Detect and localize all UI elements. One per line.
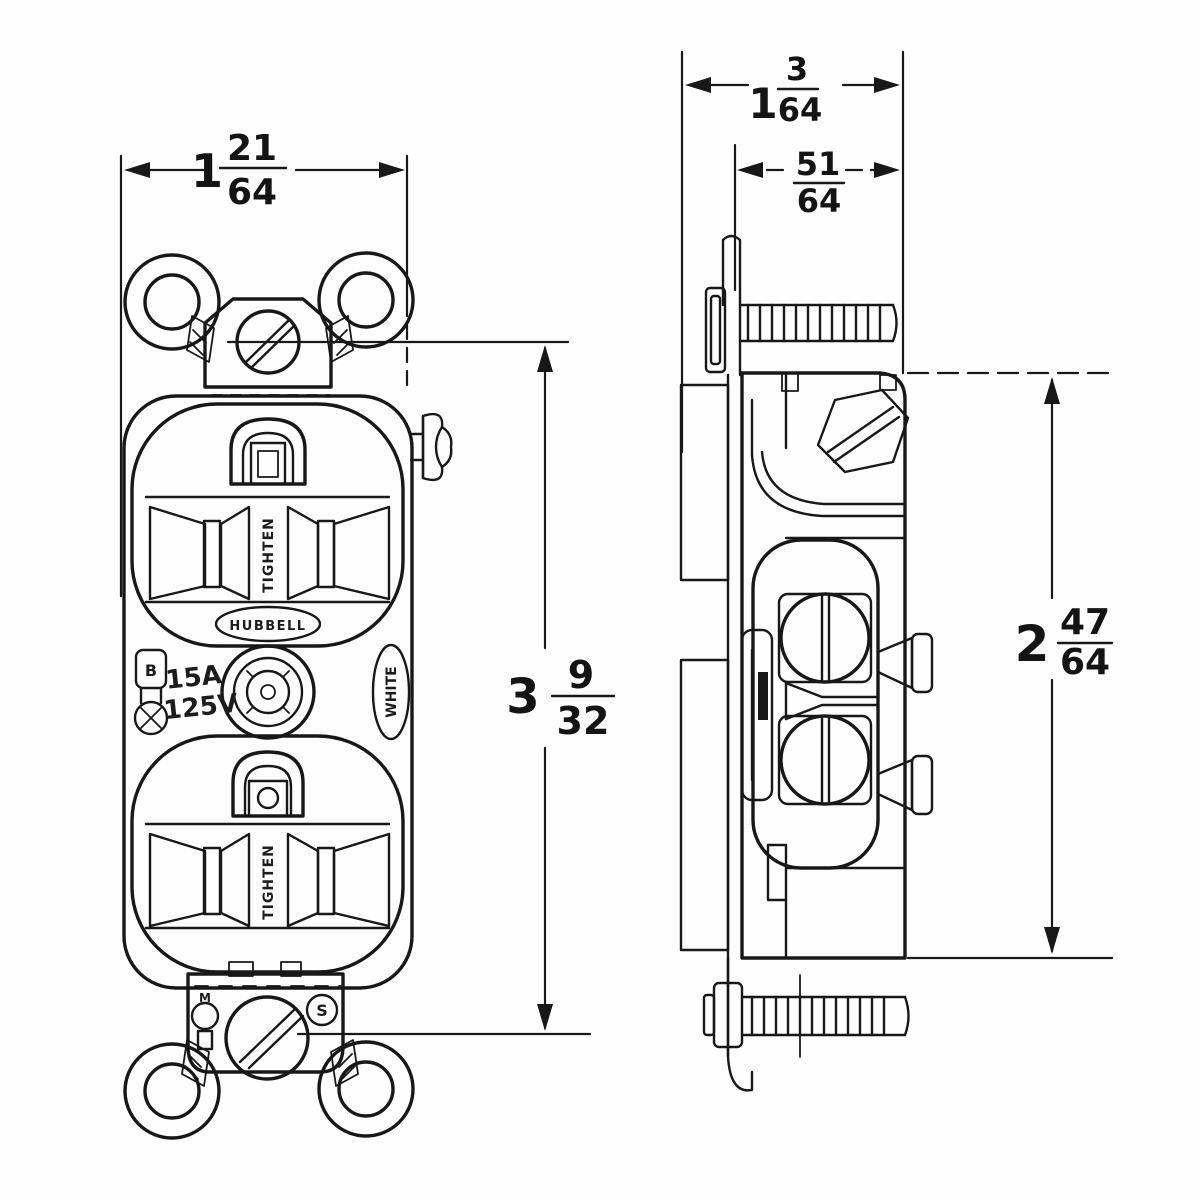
top-mounting-screw [235,309,301,375]
side-body [740,371,934,960]
center-screw-mid [232,656,304,728]
bracket-outline [203,297,333,389]
width-numerator: 21 [227,128,277,169]
ground-slot-inner [243,764,293,818]
body-depth-denominator: 64 [797,182,842,220]
bracket-outline [186,972,345,1074]
left-blade-slot [148,505,251,601]
arrow-down [537,1004,553,1031]
lower-outlet: TIGHTEN [130,734,405,974]
brand-label: HUBBELL [229,619,306,634]
tighten-label-upper: TIGHTEN [261,517,277,593]
side-view: 1 3 64 51 64 2 47 64 [679,50,1114,1092]
volts-label: 125V [162,689,239,727]
width-whole: 1 [191,144,223,198]
arrow-right [379,162,405,178]
black-terminal-tab: B [133,648,169,736]
ground-window [247,779,289,818]
side-height-denominator: 64 [1060,642,1110,683]
ground-contact [256,786,280,810]
body-depth-numerator: 51 [796,145,841,183]
strap-foot [726,1054,754,1092]
right-blade-slot [286,832,391,928]
top-mounting-bracket [203,297,333,396]
bottom-mounting-bracket: S M [186,961,345,1081]
ear-bottom-right-outer [317,1040,415,1138]
brand-oval [214,605,322,643]
tighten-label-lower: TIGHTEN [261,844,277,920]
ear-top-right-outer [317,251,415,349]
s-marker-label: S [316,1001,328,1020]
arrow-left [124,162,150,178]
bottom-mounting-screw [224,995,310,1081]
white-label: WHITE [384,666,400,717]
ear-bottom-left-outer [123,1042,221,1140]
depth-denominator: 64 [778,91,823,129]
ear-top-left-outer [123,253,221,351]
mounting-strap [679,234,754,1092]
mounting-ears [123,251,415,1140]
ground-slot-outer [229,417,307,486]
amps-label: 15A [164,660,223,696]
ear-top-right-hole [337,271,395,329]
bottom-mounting-screw-side [702,974,910,1058]
hex-ground-screw [750,388,910,518]
m-marker-label: M [199,991,211,1005]
depth-numerator: 3 [786,50,808,88]
ear-bottom-left-hole [143,1062,201,1120]
ear-top-left-hole [143,273,201,331]
height-numerator: 9 [568,653,594,697]
depth-whole: 1 [748,79,777,128]
left-clamp-screw [190,1001,220,1031]
hatch-wedges [181,315,359,1087]
top-mounting-screw-side [738,303,898,343]
left-blade-slot [148,832,251,928]
upper-outlet: TIGHTEN HUBBELL [130,402,405,648]
side-body-depth-dimension: 51 64 [733,143,900,292]
height-denominator: 32 [557,699,610,743]
ground-slot-outer [231,750,305,818]
flange-plate-lower [679,658,730,952]
side-terminal-screw [409,412,453,482]
side-height-numerator: 47 [1060,602,1110,643]
arrow-up [537,345,553,372]
side-height-whole: 2 [1015,615,1050,673]
width-denominator: 64 [227,172,277,213]
left-contact-bracket [740,628,774,802]
middle-band: B 15A 125V WHITE [133,643,411,741]
lower-terminal-screw [779,714,871,806]
front-view: 1 21 64 3 9 32 [119,128,616,1140]
white-terminal-oval [371,643,411,741]
center-screw-outer [220,644,316,740]
body-outline [740,371,907,960]
wire-clamps [876,632,934,816]
side-height-dimension: 2 47 64 [906,371,1114,960]
right-blade-slot [286,505,391,601]
black-terminal-circle [133,700,169,736]
height-whole: 3 [506,669,539,725]
front-height-dimension: 3 9 32 [226,340,616,1036]
outlet-outline [130,734,405,974]
center-screw-inner [245,669,291,715]
flange-plate-upper [679,383,730,582]
ear-bottom-right-hole [337,1060,395,1118]
front-width-dimension: 1 21 64 [119,128,409,598]
upper-terminal-screw [779,592,871,684]
black-initial-label: B [145,661,157,680]
receptacle-face [122,394,414,990]
s-marker-circle [305,993,339,1027]
terminal-assembly [740,538,880,870]
ground-slot-inner [241,431,295,486]
ground-window [249,441,287,486]
